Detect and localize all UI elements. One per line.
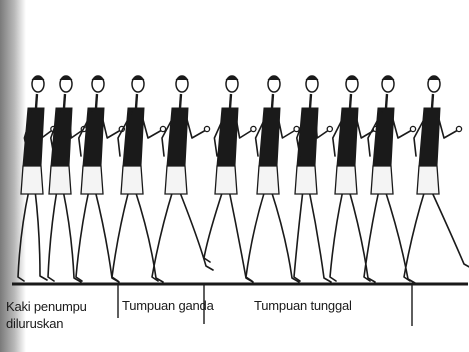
caption-kaki-line1: Kaki penumpu bbox=[6, 298, 87, 315]
neck bbox=[96, 94, 97, 108]
neck bbox=[350, 94, 351, 108]
rear-leg bbox=[404, 190, 425, 281]
shorts bbox=[417, 166, 439, 194]
hair bbox=[226, 77, 238, 81]
rear-leg bbox=[246, 190, 265, 281]
fist bbox=[251, 126, 256, 131]
hair bbox=[382, 77, 394, 81]
shorts bbox=[121, 166, 143, 194]
neck bbox=[310, 94, 311, 108]
hair bbox=[60, 77, 72, 81]
front-leg bbox=[179, 190, 213, 270]
fist bbox=[327, 126, 332, 131]
torso bbox=[83, 108, 104, 166]
rear-leg bbox=[330, 190, 343, 281]
shorts bbox=[257, 166, 279, 194]
neck bbox=[64, 94, 65, 108]
front-leg bbox=[63, 190, 81, 282]
hair bbox=[268, 77, 280, 81]
rear-leg bbox=[18, 190, 29, 281]
fist bbox=[294, 126, 299, 131]
neck bbox=[136, 94, 137, 108]
walker-2 bbox=[48, 76, 86, 282]
shorts bbox=[215, 166, 237, 194]
shorts bbox=[371, 166, 393, 194]
front-arm bbox=[141, 112, 162, 138]
walker-7 bbox=[246, 76, 299, 282]
neck bbox=[432, 94, 433, 108]
torso bbox=[123, 108, 144, 166]
shorts bbox=[21, 166, 43, 194]
front-arm bbox=[437, 112, 458, 138]
walker-5 bbox=[152, 76, 213, 281]
fist bbox=[456, 126, 461, 131]
walker-8 bbox=[294, 76, 332, 282]
torso bbox=[259, 108, 280, 166]
front-leg bbox=[95, 190, 119, 282]
rear-leg bbox=[76, 190, 89, 281]
walker-9 bbox=[330, 76, 378, 282]
front-leg bbox=[309, 190, 331, 282]
front-arm bbox=[391, 112, 412, 138]
torso bbox=[337, 108, 358, 166]
front-leg bbox=[431, 190, 469, 268]
hair bbox=[92, 77, 104, 81]
hair bbox=[176, 77, 188, 81]
shorts bbox=[295, 166, 317, 194]
front-leg bbox=[385, 190, 415, 283]
rear-leg bbox=[294, 190, 303, 281]
fist bbox=[410, 126, 415, 131]
walker-figures bbox=[18, 76, 469, 283]
walker-11 bbox=[404, 76, 469, 281]
neck bbox=[180, 94, 181, 108]
neck bbox=[272, 94, 273, 108]
rear-leg bbox=[112, 190, 129, 281]
walker-6 bbox=[204, 76, 256, 282]
front-arm bbox=[185, 112, 206, 138]
caption-kaki-penumpu: Kaki penumpu diluruskan bbox=[6, 298, 87, 332]
shorts bbox=[335, 166, 357, 194]
fist bbox=[160, 126, 165, 131]
caption-kaki-line2: diluruskan bbox=[6, 315, 87, 332]
hair bbox=[346, 77, 358, 81]
rear-leg bbox=[48, 190, 57, 281]
shorts bbox=[81, 166, 103, 194]
neck bbox=[36, 94, 37, 108]
front-leg bbox=[229, 190, 253, 282]
hair bbox=[32, 77, 44, 81]
front-leg bbox=[349, 190, 375, 282]
shorts bbox=[49, 166, 71, 194]
caption-tumpuan-ganda: Tumpuan ganda bbox=[122, 298, 214, 313]
neck bbox=[230, 94, 231, 108]
rear-leg bbox=[204, 190, 223, 262]
caption-tumpuan-tunggal: Tumpuan tunggal bbox=[254, 298, 352, 313]
hair bbox=[428, 77, 440, 81]
torso bbox=[217, 108, 238, 166]
shorts bbox=[165, 166, 187, 194]
front-leg bbox=[35, 190, 47, 280]
torso bbox=[167, 108, 188, 166]
torso bbox=[373, 108, 394, 166]
neck bbox=[386, 94, 387, 108]
walker-10 bbox=[364, 76, 416, 283]
hair bbox=[132, 77, 144, 81]
torso bbox=[419, 108, 440, 166]
walker-3 bbox=[76, 76, 124, 282]
fist bbox=[204, 126, 209, 131]
hair bbox=[306, 77, 318, 81]
front-leg bbox=[135, 190, 163, 282]
